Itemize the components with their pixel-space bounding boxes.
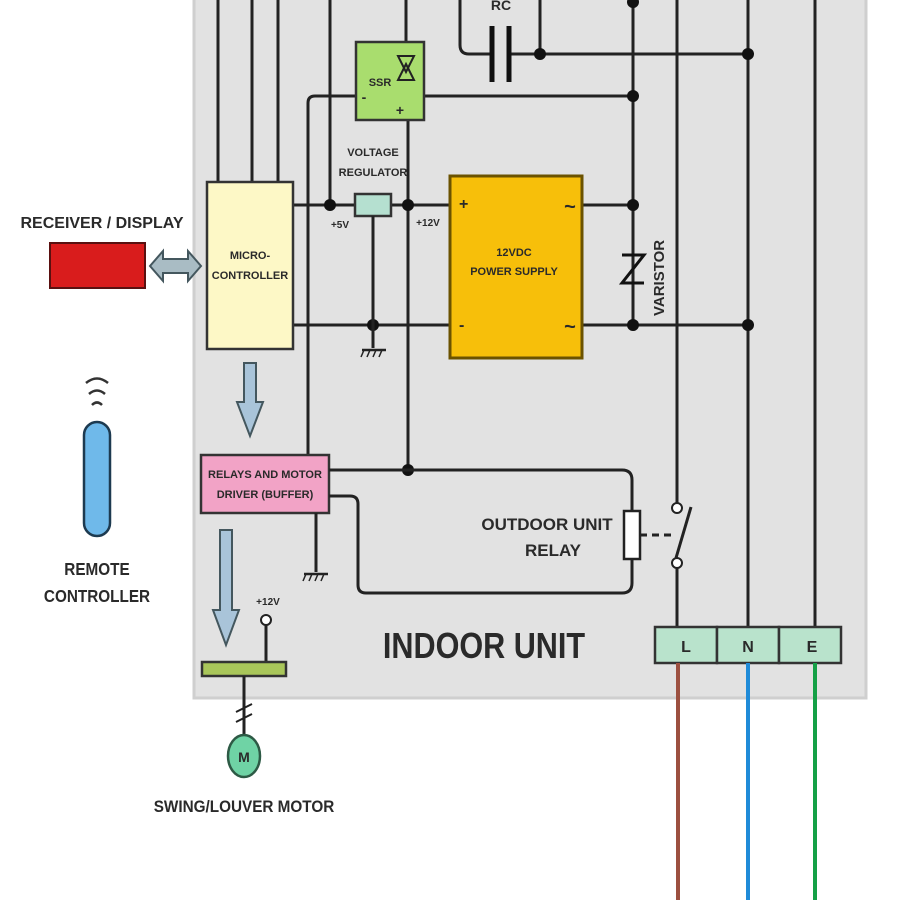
indoor-unit-label: INDOOR UNIT <box>383 627 586 667</box>
microcontroller-block <box>205 180 295 351</box>
varistor-icon <box>618 253 648 285</box>
receiver-display-block <box>49 242 146 289</box>
plus5v-label: +5V <box>331 220 349 231</box>
motor-symbol: M <box>238 749 250 765</box>
swing-motor-label: SWING/LOUVER MOTOR <box>154 797 335 816</box>
power-supply-label-1: 12VDC <box>496 247 532 259</box>
voltage-regulator-label-1: VOLTAGE <box>347 147 399 159</box>
motor-driver-bar <box>200 660 288 678</box>
relay-coil-icon <box>622 509 642 561</box>
ground-icon <box>302 572 328 582</box>
triac-icon <box>396 55 416 81</box>
terminal-E-label: E <box>807 639 818 656</box>
microcontroller-label-2: CONTROLLER <box>212 270 288 282</box>
rc-label: RC <box>491 0 511 13</box>
relay-driver-label-2: DRIVER (BUFFER) <box>217 489 314 501</box>
terminal-block <box>653 625 843 665</box>
wire-rc-left <box>458 0 492 56</box>
relay-driver-label-1: RELAYS AND MOTOR <box>208 469 322 481</box>
remote-label-2: CONTROLLER <box>44 586 150 606</box>
relay-switch-icon <box>671 502 693 569</box>
mcu-top-wires <box>216 0 280 182</box>
receiver-display-label: RECEIVER / DISPLAY <box>20 215 183 232</box>
down-arrow-icon <box>211 529 241 648</box>
bidirectional-arrow-icon <box>148 248 203 284</box>
terminal-12v-icon <box>260 614 272 626</box>
power-supply-label-2: POWER SUPPLY <box>470 266 558 278</box>
power-supply-block <box>448 174 584 360</box>
motor-icon <box>226 733 262 779</box>
wire-relay-coil-bottom <box>329 494 634 595</box>
terminal-N-label: N <box>742 639 754 656</box>
down-arrow-icon <box>235 362 265 439</box>
remote-label-1: REMOTE <box>64 559 129 579</box>
power-supply-minus: - <box>459 317 464 334</box>
outdoor-relay-label-1: OUTDOOR UNIT <box>481 515 613 534</box>
voltage-regulator-block <box>353 192 393 218</box>
ssr-label: SSR <box>369 77 392 89</box>
power-supply-ac-top: ~ <box>564 196 576 218</box>
ssr-minus: - <box>362 89 367 105</box>
ground-icon <box>360 348 386 358</box>
voltage-regulator-label-2: REGULATOR <box>339 167 408 179</box>
signal-waves-icon <box>85 377 109 406</box>
ssr-plus: + <box>396 102 404 118</box>
plus12v-label: +12V <box>416 218 440 229</box>
multi-wire-slash-icon <box>235 703 253 723</box>
power-supply-ac-bottom: ~ <box>564 316 576 338</box>
wire-relay-coil-top <box>329 468 634 510</box>
outdoor-relay-label-2: RELAY <box>525 541 582 560</box>
varistor-label: VARISTOR <box>651 240 668 316</box>
microcontroller-label-1: MICRO- <box>230 250 271 262</box>
capacitor-icon <box>489 26 512 82</box>
power-supply-plus: + <box>459 196 468 213</box>
motor-plus12v-label: +12V <box>256 597 280 608</box>
remote-controller-icon <box>82 420 112 538</box>
relay-driver-block <box>199 453 331 515</box>
wire-ssr-minus <box>306 94 356 470</box>
terminal-L-label: L <box>681 639 691 656</box>
